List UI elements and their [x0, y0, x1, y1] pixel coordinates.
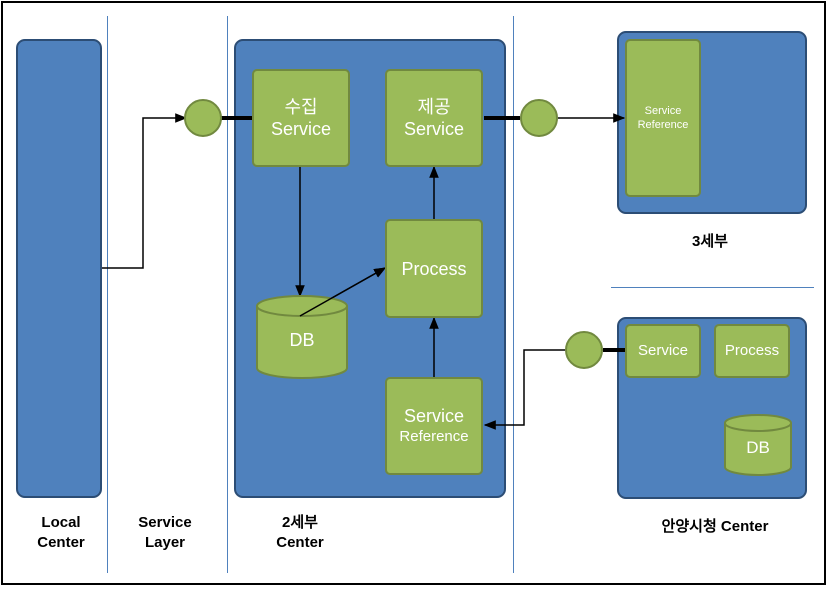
anyang-process-label: Process — [724, 342, 780, 359]
db-label-anyang: DB — [746, 438, 770, 457]
center2-label: 2세부 Center — [255, 513, 345, 553]
collect-service-box: 수집 Service — [252, 69, 350, 167]
provide-label-en: Service — [403, 119, 465, 139]
local-center-line1: Local — [41, 514, 81, 531]
connector-circle-anyang — [565, 331, 603, 369]
separator-line — [227, 16, 228, 573]
provide-label-ko: 제공 — [417, 97, 451, 117]
service-layer-line1: Service — [138, 514, 192, 531]
collect-label-en: Service — [270, 119, 332, 139]
service-layer-line2: Layer — [144, 534, 186, 551]
provide-service-box: 제공 Service — [385, 69, 483, 167]
service-reference-box-3: Service Reference — [625, 39, 701, 197]
anyang-process-box: Process — [714, 324, 790, 378]
service-layer-label: Service Layer — [120, 513, 210, 553]
separator-line — [611, 287, 814, 288]
center2-line2: Center — [276, 534, 324, 551]
service-reference-3-label-2: Reference — [637, 119, 689, 131]
separator-line — [513, 16, 514, 573]
center3-label: 3세부 — [692, 233, 728, 250]
db-label-center: DB — [289, 330, 315, 350]
anyang-service-label: Service — [637, 342, 689, 359]
collect-label-ko: 수집 — [284, 97, 318, 117]
db-cylinder-center — [256, 295, 348, 379]
local-center-label: Local Center — [16, 513, 106, 553]
process-box: Process — [385, 219, 483, 318]
service-reference-label-2: Reference — [399, 428, 469, 445]
anyang-center-label: 안양시청 Center — [661, 518, 769, 535]
service-reference-3-label-1: Service — [644, 105, 682, 117]
service-reference-box: Service Reference — [385, 377, 483, 475]
connector-circle-output — [520, 99, 558, 137]
separator-line — [107, 16, 108, 573]
local-center-line2: Center — [37, 534, 85, 551]
db-cylinder-anyang — [724, 414, 792, 476]
connector-circle-input — [184, 99, 222, 137]
local-center-box — [16, 39, 102, 498]
service-reference-label-1: Service — [403, 406, 465, 426]
anyang-service-box: Service — [625, 324, 701, 378]
center2-line1: 2세부 — [282, 514, 318, 531]
process-label: Process — [401, 258, 467, 279]
